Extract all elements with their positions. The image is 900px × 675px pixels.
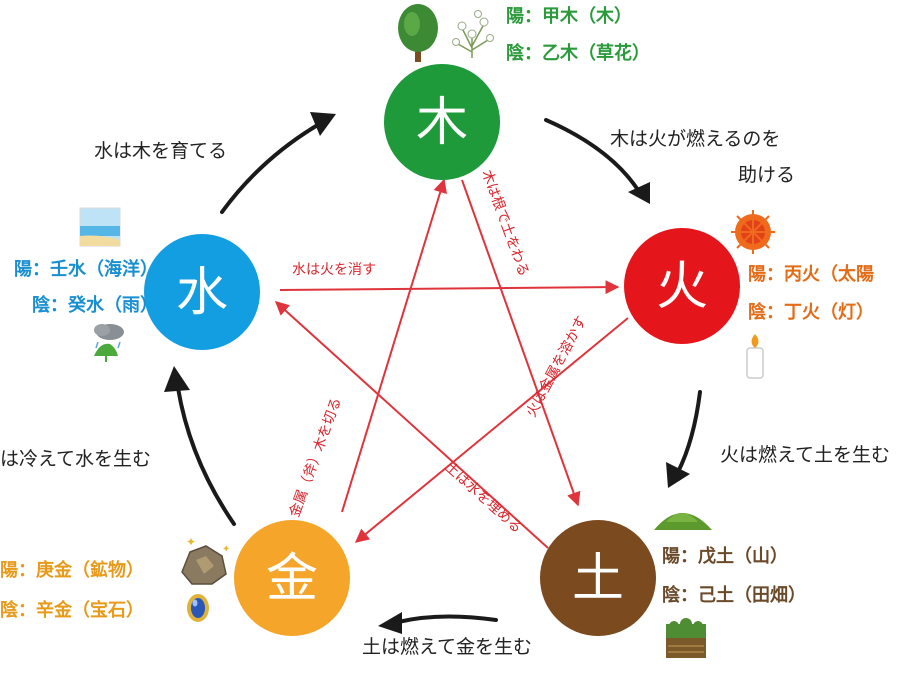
control-label-earth-water: 土は水を埋める [441, 459, 525, 536]
element-earth: 土 [540, 520, 656, 636]
arrowhead-icon [310, 112, 336, 136]
earth-yang-label: 陽：戊土（山） [662, 546, 788, 567]
jewel-icon [187, 594, 209, 622]
cycle-arrowheads [164, 112, 690, 634]
cycle-arrow-water-wood [220, 124, 318, 214]
earth-symbol: 土 [572, 549, 624, 609]
cycle-label-water-wood: 水は木を育てる [94, 140, 228, 162]
cycle-label-earth-metal: 土は燃えて金を生む [362, 636, 533, 658]
cycle-label-wood-fire-line2: 助ける [738, 164, 796, 186]
control-line-fire-metal [354, 317, 629, 543]
cycle-arrow-fire-earth [676, 390, 702, 474]
fire-circle [624, 228, 740, 344]
control-line-metal-wood [341, 178, 447, 513]
field-icon [666, 618, 706, 658]
metal-circle [234, 520, 350, 636]
sun-icon [731, 210, 775, 254]
cycle-label-metal-water: は冷えて水を生む [0, 448, 152, 470]
arrowhead-icon [164, 366, 190, 392]
ocean-icon [79, 207, 121, 247]
candle-icon [746, 334, 764, 379]
control-label-wood-earth: 木は根で土をわる [478, 168, 531, 279]
metal-symbol: 金 [266, 549, 318, 609]
fire-yin-label: 陰：丁火（灯） [748, 302, 874, 323]
control-lines [274, 178, 629, 549]
metal-yang-label: 陽：庚金（鉱物） [0, 560, 144, 581]
fire-symbol: 火 [656, 257, 708, 317]
cycle-arrow-earth-metal [396, 614, 498, 624]
svg-text:✦: ✦ [222, 544, 230, 555]
arrowhead-icon [628, 182, 650, 204]
control-line-earth-water [274, 301, 549, 549]
wood-yin-label: 陰：乙木（草花） [506, 43, 650, 64]
ore-icon: ✦ ✦ [181, 535, 230, 585]
cycle-label-wood-fire-line1: 木は火が燃えるのを [610, 128, 781, 150]
control-line-wood-earth [461, 179, 581, 507]
rain-icon [94, 324, 124, 362]
cycle-arrow-metal-water [176, 386, 236, 526]
arrowhead-icon [378, 612, 402, 634]
element-wood: 木 [384, 64, 500, 180]
metal-yin-label: 陰：辛金（宝石） [0, 600, 144, 621]
earth-circle [540, 520, 656, 636]
water-yin-label: 陰：癸水（雨） [32, 295, 158, 316]
mountain-icon [654, 513, 712, 530]
element-fire: 火 [624, 228, 740, 344]
fire-yang-label: 陽：丙火（太陽 [748, 264, 874, 285]
control-line-water-fire [279, 280, 620, 295]
wood-circle [384, 64, 500, 180]
water-circle [144, 234, 260, 350]
earth-yin-label: 陰：己土（田畑） [662, 585, 806, 606]
control-label-metal-wood: 金属（斧）木を切る [287, 395, 345, 519]
arrowhead-icon [666, 462, 690, 488]
tree-icon [398, 4, 438, 62]
element-water: 水 [144, 234, 260, 350]
wood-symbol: 木 [416, 93, 468, 153]
control-label-fire-metal: 火は金属を溶かす [523, 313, 590, 419]
cycle-label-fire-earth: 火は燃えて土を生む [720, 444, 891, 466]
water-yang-label: 陽：壬水（海洋） [14, 259, 158, 280]
cycle-arrows [176, 118, 702, 624]
water-symbol: 水 [176, 263, 228, 323]
wood-yang-label: 陽：甲木（木） [506, 6, 632, 27]
control-label-water-fire: 水は火を消す [292, 262, 376, 278]
svg-text:✦: ✦ [186, 535, 196, 549]
flower-icon [452, 10, 494, 58]
cycle-arrow-wood-fire [544, 118, 640, 192]
element-metal: 金 [234, 520, 350, 636]
